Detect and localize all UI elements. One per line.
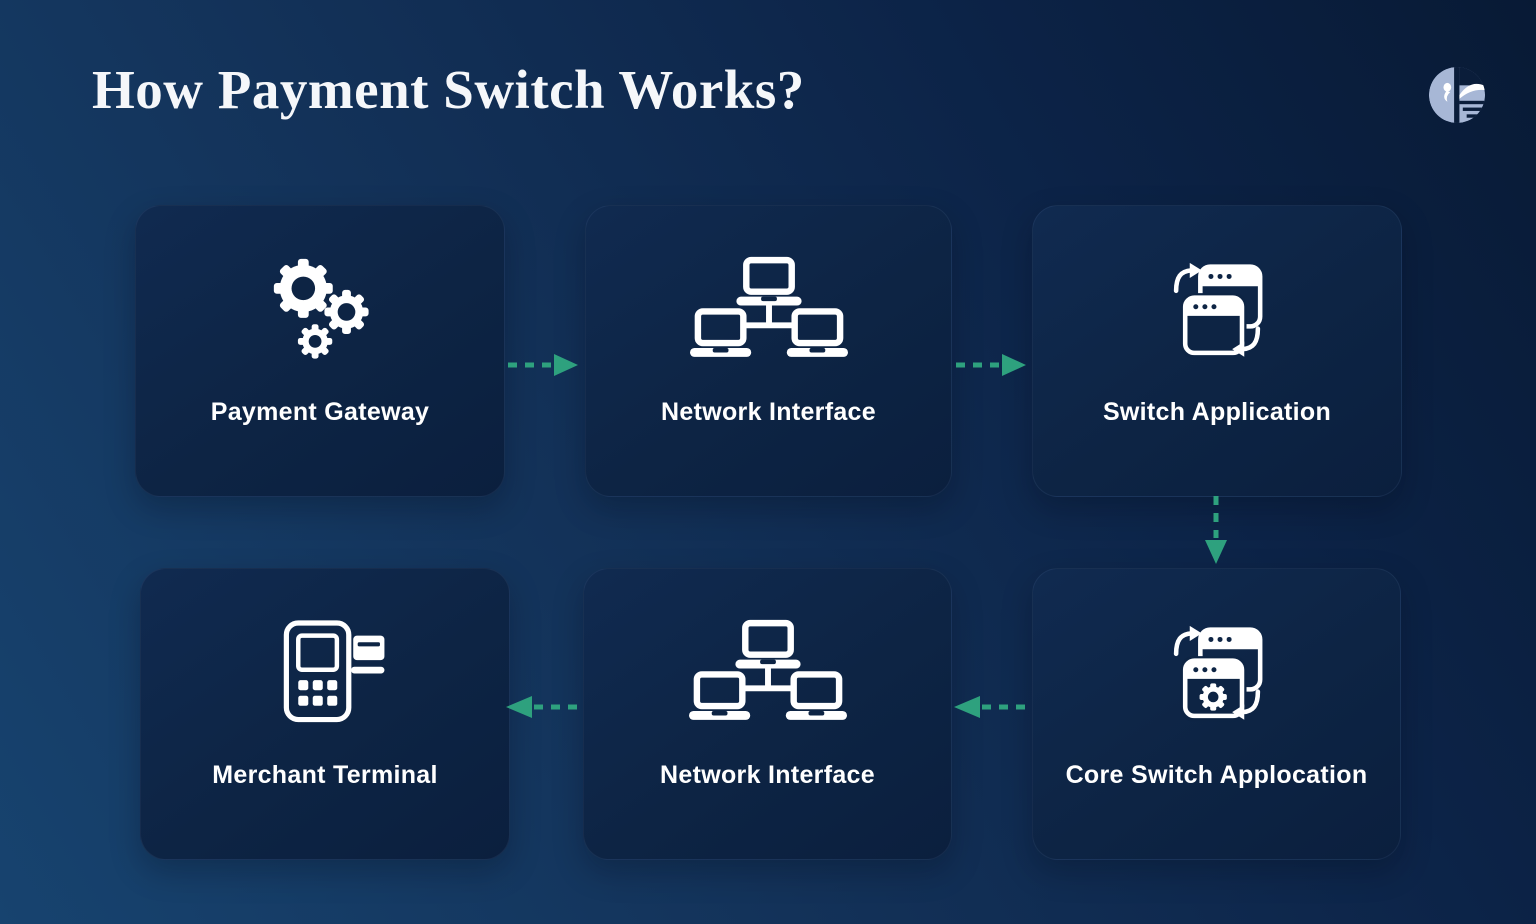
- card-merchant-terminal: Merchant Terminal: [140, 568, 510, 860]
- flow-arrow-switch-to-core-icon: [1205, 496, 1227, 564]
- app-windows-gear-icon: [1033, 609, 1400, 734]
- card-label: Merchant Terminal: [212, 761, 438, 789]
- card-label: Core Switch Applocation: [1065, 761, 1368, 789]
- card-core-switch-applocation: Core Switch Applocation: [1032, 568, 1401, 860]
- card-label: Network Interface: [660, 761, 875, 789]
- network-laptops-icon: [584, 609, 951, 734]
- flow-arrow-gateway-to-network-icon: [508, 354, 578, 376]
- card-network-interface-bottom: Network Interface: [583, 568, 952, 860]
- card-label: Switch Application: [1102, 398, 1332, 426]
- card-payment-gateway: Payment Gateway: [135, 205, 505, 497]
- card-label: Payment Gateway: [210, 398, 430, 426]
- network-laptops-icon: [586, 246, 951, 371]
- flow-arrow-core-to-network-icon: [954, 696, 1028, 718]
- gears-icon: [136, 246, 504, 371]
- card-switch-application: Switch Application: [1032, 205, 1402, 497]
- card-label: Network Interface: [661, 398, 876, 426]
- brand-logo: [1428, 66, 1486, 124]
- card-network-interface-top: Network Interface: [585, 205, 952, 497]
- pos-terminal-icon: [141, 609, 509, 734]
- bird-circle-logo-icon: [1428, 66, 1486, 124]
- page-title: How Payment Switch Works?: [92, 59, 805, 120]
- app-windows-swap-icon: [1033, 246, 1401, 371]
- flow-arrow-network-to-switch-icon: [956, 354, 1026, 376]
- flow-arrow-network-to-terminal-icon: [506, 696, 580, 718]
